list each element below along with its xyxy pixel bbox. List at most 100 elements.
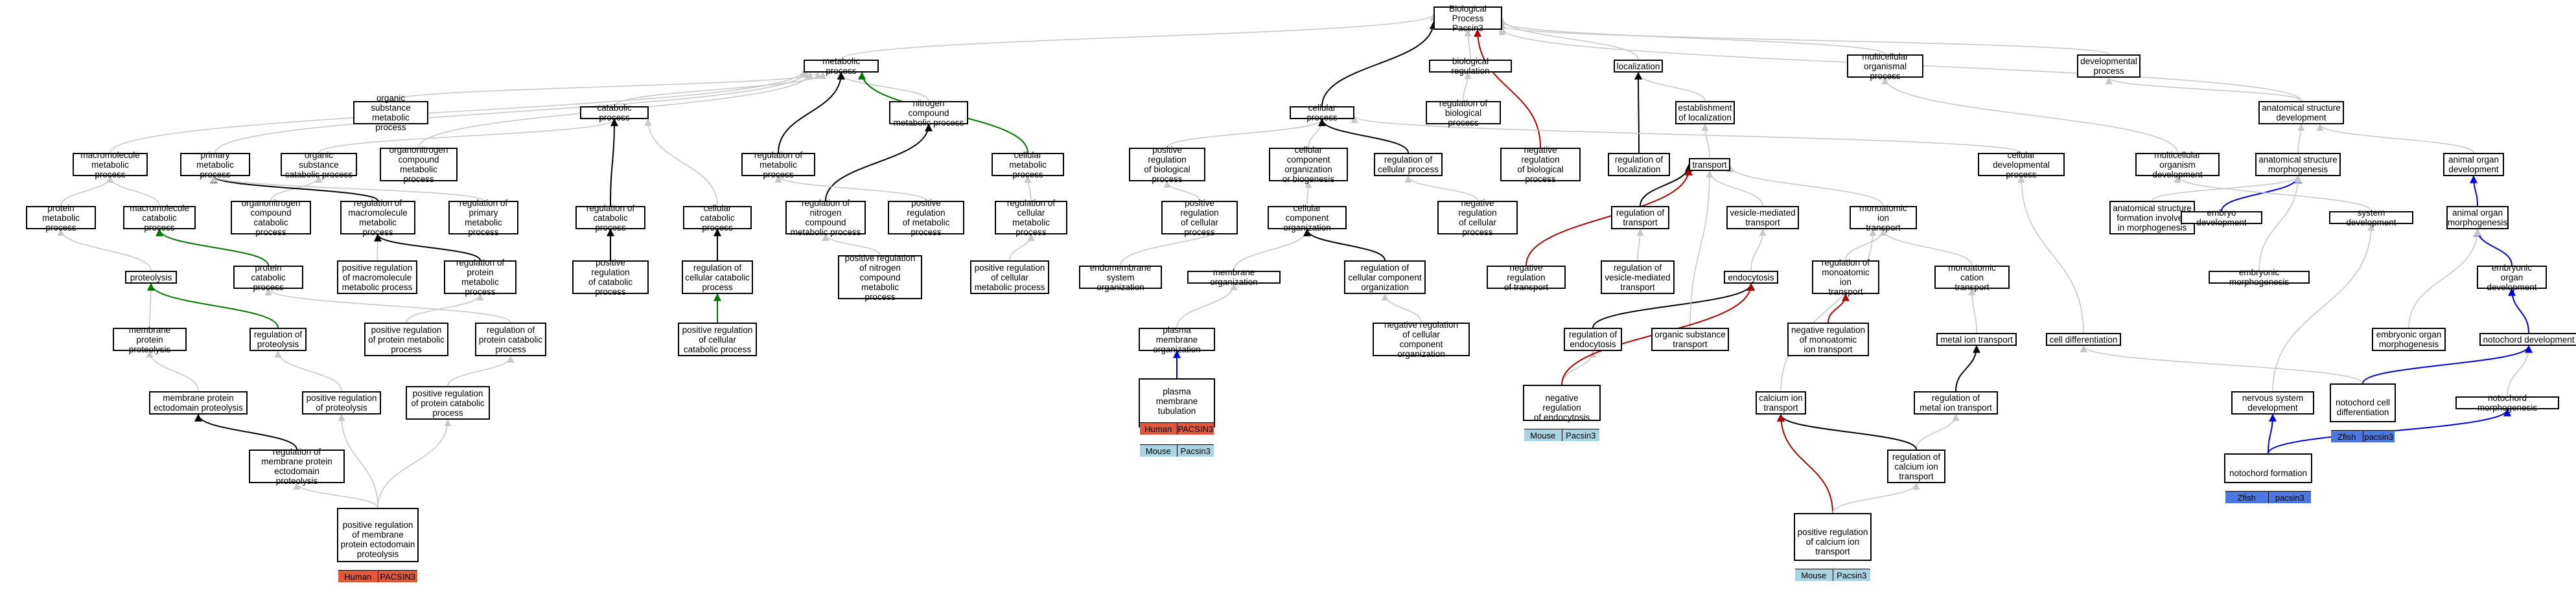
macromolecule-metabolic-process-node: macromolecule metabolic process (73, 150, 148, 179)
relationship-edge (210, 175, 378, 201)
gene-name: pacsin3 (2362, 431, 2395, 442)
relationship-edge (841, 13, 1437, 60)
cellular-metabolic-process-node: cellular metabolic process (992, 150, 1064, 179)
embryonic-organ-development-node: embryonic organ development (2477, 263, 2547, 292)
relationship-edge (1009, 233, 1035, 261)
relationship-edge (406, 293, 484, 323)
species-row: Zfish pacsin3 (2331, 430, 2395, 442)
relationship-edge (1176, 282, 1238, 328)
relationship-edge (1166, 118, 1326, 148)
membrane-organization-node: membrane organization (1187, 268, 1281, 287)
relationship-edge (210, 175, 484, 201)
organic-substance-transport-node: organic substance transport (1651, 328, 1729, 351)
positive-regulation-of-cellular-metabolic-process-node: positive regulation of cellular metaboli… (970, 260, 1049, 294)
regulation-of-metabolic-process-node: regulation of metabolic process (741, 150, 815, 179)
relationship-edge (644, 118, 718, 207)
organic-substance-metabolic-process-node: organic substance metabolic process (353, 93, 428, 132)
positive-regulation-of-nitrogen-compound-metabolic-process-node: positive regulation of nitrogen compound… (838, 253, 922, 302)
relationship-edge (2362, 345, 2533, 384)
organonitrogen-compound-metabolic-process-node: organonitrogen compound metabolic proces… (380, 145, 458, 184)
regulation-of-protein-metabolic-process-node: regulation of protein metabolic process (444, 258, 516, 297)
positive-regulation-of-cellular-catabolic-process-node: positive regulation of cellular cataboli… (678, 323, 757, 356)
relationship-edge (215, 70, 810, 154)
relationship-edge (2474, 228, 2512, 266)
regulation-of-biological-process-node: regulation of biological process (1426, 98, 1501, 128)
relationship-edge (774, 175, 927, 201)
cellular-process-node: cellular process (1290, 103, 1354, 122)
relationship-edge (374, 233, 382, 261)
regulation-of-protein-catabolic-process-node: regulation of protein catabolic process (475, 323, 546, 356)
regulation-of-cellular-component-organization-node: regulation of cellular component organiz… (1344, 260, 1426, 294)
leaf-positive-regulation-of-membrane-protein-ectodomain-proteolysis: positive regulation of membrane protein … (337, 508, 419, 582)
positive-regulation-of-macromolecule-metabolic-process-node: positive regulation of macromolecule met… (337, 260, 417, 294)
relationship-edge (1318, 118, 1409, 154)
relationship-edge (1233, 228, 1311, 271)
cellular-developmental-process-node: cellular developmental process (1978, 150, 2065, 179)
notochord-development-node: notochord development (2479, 333, 2576, 346)
relationship-edge (2017, 175, 2084, 334)
regulation-of-macromolecule-metabolic-process-node: regulation of macromolecule metabolic pr… (340, 198, 415, 237)
animal-organ-morphogenesis-node: animal organ morphogenesis (2446, 206, 2509, 229)
relationship-edge (147, 282, 155, 328)
species-row: Zfish pacsin3 (2225, 491, 2311, 503)
relationship-edge (377, 418, 452, 508)
relationship-edge (106, 175, 160, 207)
organonitrogen-compound-catabolic-process-node: organonitrogen compound catabolic proces… (231, 198, 311, 237)
leaf-title: negative regulation of endocytosis (1533, 393, 1590, 422)
species-zfish: Zfish (2331, 431, 2363, 442)
cell-differentiation-node: cell differentiation (2046, 333, 2121, 346)
membrane-protein-ectodomain-proteolysis-node: membrane protein ectodomain proteolysis (149, 391, 248, 415)
species-mouse: Mouse (1524, 429, 1562, 441)
species-human: Human (338, 571, 378, 582)
positive-regulation-of-catabolic-process-node: positive regulation of catabolic process (572, 258, 649, 297)
animal-organ-development-node: animal organ development (2443, 153, 2504, 176)
negative-regulation-of-monoatomic-ion-transport-node: negative regulation of monoatomic ion tr… (1787, 323, 1869, 356)
relationship-edge (2470, 175, 2478, 207)
leaf-title: notochord cell differentiation (2335, 398, 2391, 417)
relationship-edge (57, 228, 152, 271)
relationship-edge (194, 413, 297, 450)
edge-layer (57, 13, 2533, 514)
leaf-positive-regulation-of-calcium-ion-transport: positive regulation of calcium ion trans… (1794, 513, 1872, 581)
regulation-of-proteolysis-node: regulation of proteolysis (249, 328, 307, 351)
regulation-of-nitrogen-compound-metabolic-process-node: regulation of nitrogen compound metaboli… (785, 198, 866, 237)
relationship-edge (147, 282, 279, 328)
relationship-edge (1634, 71, 1643, 154)
negative-regulation-of-cellular-process-node: negative regulation of cellular process (1437, 198, 1518, 237)
relationship-edge (318, 118, 618, 154)
relationship-edge (156, 228, 269, 266)
relationship-edge (1832, 482, 1920, 514)
regulation-of-primary-metabolic-process-node: regulation of primary metabolic process (448, 198, 518, 237)
anatomical-structure-development-node: anatomical structure development (2258, 101, 2344, 124)
regulation-of-cellular-process-node: regulation of cellular process (1374, 153, 1443, 176)
protein-metabolic-process-node: protein metabolic process (26, 203, 96, 233)
gene-name: PACSIN3 (1176, 423, 1214, 435)
relationship-edge (1305, 180, 1312, 207)
leaf-plasma-membrane-tubulation: plasma membrane tubulation Human PACSIN3… (1139, 378, 1215, 457)
relationship-edge (146, 350, 199, 392)
negative-regulation-of-biological-process-node: negative regulation of biological proces… (1500, 145, 1581, 184)
membrane-protein-proteolysis-node: membrane protein proteolysis (113, 325, 187, 354)
relationship-edge (836, 71, 929, 102)
relationship-edge (825, 123, 933, 201)
relationship-edge (2408, 228, 2481, 328)
biological-regulation-node: biological regulation (1429, 56, 1512, 76)
leaf-title: plasma membrane tubulation (1155, 386, 1198, 416)
relationship-edge (2258, 175, 2302, 271)
regulation-of-cellular-metabolic-process-node: regulation of cellular metabolic process (995, 198, 1067, 237)
monoatomic-ion-transport-node: monoatomic ion transport (1850, 203, 1917, 233)
nervous-system-development-node: nervous system development (2231, 391, 2314, 415)
relationship-edge (2105, 76, 2302, 102)
gene-name: pacsin3 (2268, 492, 2311, 503)
relationship-edge (2508, 288, 2529, 334)
catabolic-process-node: catabolic process (580, 103, 649, 122)
metal-ion-transport-node: metal ion transport (1936, 333, 2017, 346)
species-zfish: Zfish (2225, 492, 2268, 503)
leaf-title: notochord formation (2229, 468, 2308, 478)
regulation-of-monoatomic-ion-transport-node: regulation of monoatomic ion transport (1812, 258, 1879, 297)
relationship-edge (1879, 228, 1973, 266)
relationship-edge (1828, 293, 1850, 323)
anatomical-structure-morphogenesis-node: anatomical structure morphogenesis (2255, 153, 2341, 176)
relationship-edge (1526, 167, 1693, 266)
relationship-edge (1634, 71, 1706, 102)
